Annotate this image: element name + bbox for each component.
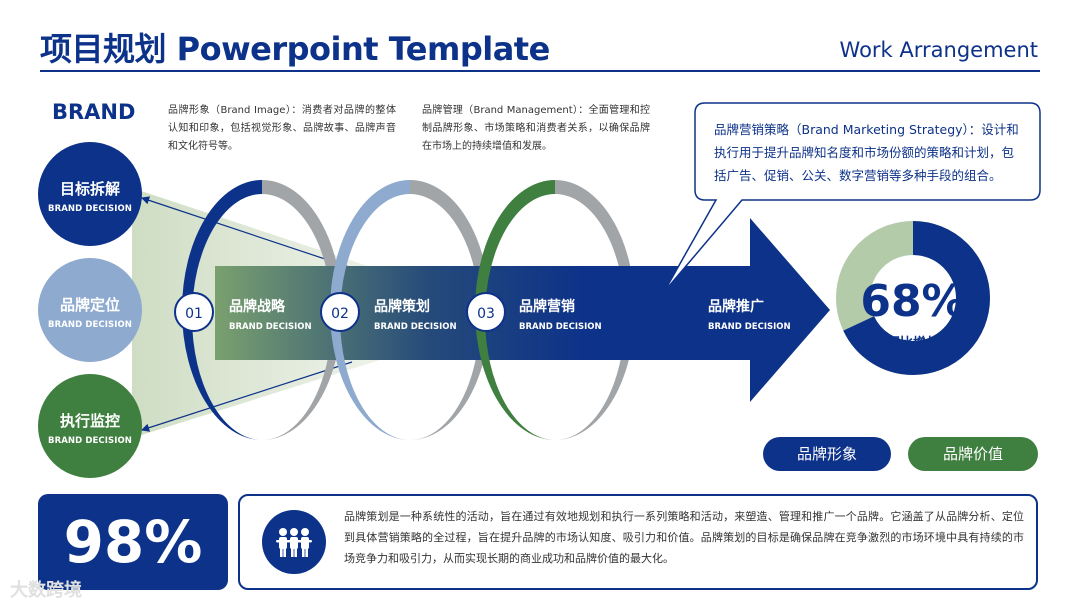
stage-number-3: 03: [466, 292, 506, 332]
connector-line-bottom: [140, 361, 353, 432]
donut-caption: 同比增长: [886, 336, 939, 351]
watermark: 大数跨境: [10, 580, 82, 601]
ring-3-back: [555, 180, 635, 440]
description-box: [238, 494, 1038, 590]
left-circle-2: [38, 258, 142, 362]
title-divider: [40, 70, 1040, 72]
ring-2-front: [330, 180, 410, 440]
speech-bubble: [663, 102, 1041, 293]
stage-number-1: 01: [174, 292, 214, 332]
pill-brand-value[interactable]: 品牌价值: [908, 437, 1038, 471]
page-title: 项目规划 Powerpoint Template: [40, 30, 550, 68]
donut-value: 68%: [860, 276, 966, 327]
ring-2-back: [410, 180, 490, 440]
description-text: 品牌策划是一种系统性的活动，旨在通过有效地规划和执行一系列策略和活动，来塑造、管…: [344, 510, 1024, 565]
ring-3-front: [475, 180, 555, 440]
page-subtitle: Work Arrangement: [839, 38, 1038, 62]
left-circle-label-3: 执行监控 BRAND DECISION: [47, 412, 133, 446]
donut-fill: [836, 221, 990, 375]
note-brand-management: 品牌管理（Brand Management）：全面管理和控制品牌形象、市场策略和…: [422, 105, 650, 152]
left-circle-1: [38, 142, 142, 246]
ring-1-front: [182, 180, 262, 440]
people-icon: [262, 510, 326, 574]
progress-arrow: [215, 218, 830, 402]
left-circle-label-2: 品牌定位 BRAND DECISION: [47, 296, 133, 330]
ring-1-back: [262, 180, 342, 440]
pill-brand-image[interactable]: 品牌形象: [763, 437, 891, 471]
left-circle-3: [38, 374, 142, 478]
left-circle-label-1: 目标拆解 BRAND DECISION: [47, 180, 133, 214]
bubble-text: 品牌营销策略（Brand Marketing Strategy）：设计和执行用于…: [714, 122, 1019, 183]
note-brand-image: 品牌形象（Brand Image）：消费者对品牌的整体认知和印象，包括视觉形象、…: [168, 105, 396, 152]
big-percentage: 98%: [38, 494, 228, 590]
stage-number-2: 02: [320, 292, 360, 332]
connector-line-top: [140, 196, 353, 269]
brand-label: BRAND: [52, 100, 136, 124]
